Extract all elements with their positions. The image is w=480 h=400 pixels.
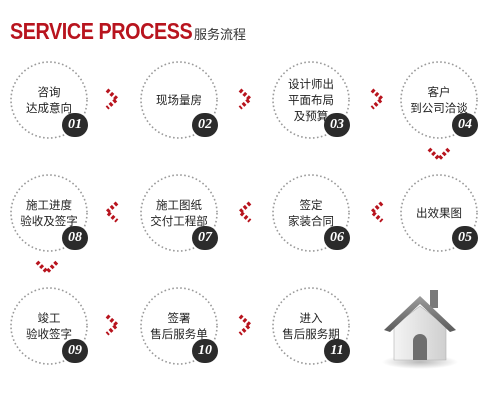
process-step-11: 进入 售后服务期 11 (270, 285, 352, 367)
step-number-badge: 03 (324, 113, 350, 137)
chevron-left-icon (104, 201, 119, 223)
step-number-badge: 08 (62, 226, 88, 250)
chevron-right-icon (370, 88, 385, 110)
step-label: 现场量房 (156, 93, 202, 107)
step-label: 签定 家装合同 (288, 198, 334, 228)
step-label: 出效果图 (416, 206, 462, 220)
step-label: 客户 到公司洽谈 (410, 85, 468, 115)
chevron-left-icon (369, 201, 384, 223)
chevron-down-icon (427, 147, 451, 162)
step-number-badge: 02 (192, 113, 218, 137)
process-step-09: 竣工 验收签字 09 (8, 285, 90, 367)
page-subtitle: 服务流程 (194, 28, 247, 43)
process-step-07: 施工图纸 交付工程部 07 (138, 172, 220, 254)
page-title: SERVICE PROCESS (10, 18, 193, 44)
step-label: 施工进度 验收及签字 (20, 198, 78, 228)
step-number-badge: 10 (192, 339, 218, 363)
process-step-05: 出效果图 05 (398, 172, 480, 254)
process-step-02: 现场量房 02 (138, 59, 220, 141)
step-number-badge: 01 (62, 113, 88, 137)
step-label: 竣工 验收签字 (26, 311, 72, 341)
step-number-badge: 05 (452, 226, 478, 250)
chevron-right-icon (238, 88, 253, 110)
chevron-down-icon (35, 260, 59, 275)
chevron-right-icon (105, 88, 120, 110)
step-number-badge: 09 (62, 339, 88, 363)
process-step-04: 客户 到公司洽谈 04 (398, 59, 480, 141)
house-icon (382, 290, 458, 369)
chevron-left-icon (237, 201, 252, 223)
step-label: 施工图纸 交付工程部 (150, 198, 208, 228)
process-step-06: 签定 家装合同 06 (270, 172, 352, 254)
step-label: 咨询 达成意向 (26, 85, 72, 115)
step-label: 签署 售后服务单 (150, 311, 208, 341)
chevron-right-icon (105, 314, 120, 336)
step-number-badge: 04 (452, 113, 478, 137)
process-step-01: 咨询 达成意向 01 (8, 59, 90, 141)
process-step-08: 施工进度 验收及签字 08 (8, 172, 90, 254)
step-label: 设计师出 平面布局 及预算 (288, 77, 334, 123)
chevron-right-icon (238, 314, 253, 336)
process-step-03: 设计师出 平面布局 及预算 03 (270, 59, 352, 141)
process-step-10: 签署 售后服务单 10 (138, 285, 220, 367)
step-label: 进入 售后服务期 (282, 311, 340, 341)
step-number-badge: 06 (324, 226, 350, 250)
step-number-badge: 11 (324, 339, 350, 363)
step-number-badge: 07 (192, 226, 218, 250)
